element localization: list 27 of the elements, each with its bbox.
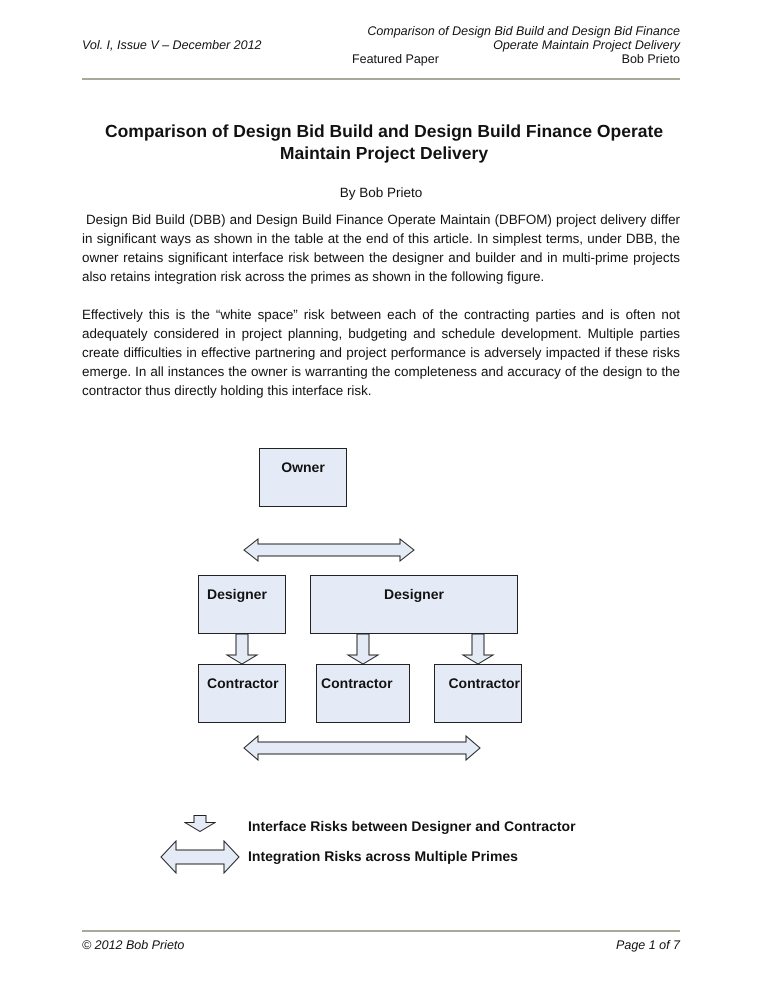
byline: By Bob Prieto [338, 185, 424, 200]
process-box [198, 575, 286, 634]
process-box [316, 664, 410, 723]
article-title: Comparison of Design Bid Build and Design Build Finance Operate Maintain Project Delivery [104, 120, 664, 164]
block-arrow [225, 634, 259, 665]
section-label: Featured Paper [352, 52, 439, 66]
box-label: Owner [281, 459, 325, 475]
process-box [434, 664, 522, 723]
box-label: Designer [384, 586, 444, 602]
author-name: Bob Prieto [622, 52, 680, 66]
process-box [259, 448, 347, 507]
block-arrow [346, 634, 380, 665]
legend-text: Interface Risks between Designer and Contractor [248, 818, 576, 834]
paragraph: Design Bid Build (DBB) and Design Build Finance Operate Maintain (DBFOM) project delivery differ in significant ways as shown in the table at the end of this article. In simplest terms, under DBB, the owner retains significant interface risk between the designer and builder and in multi-prime projects also retains integration risk across the primes as shown in the following figure. [82, 211, 680, 286]
process-box [198, 664, 286, 723]
box-label: Contractor [321, 675, 393, 691]
block-arrow [461, 634, 495, 665]
copyright-note: © 2012 Bob Prieto [82, 938, 184, 952]
legend-text: Integration Risks across Multiple Primes [248, 848, 518, 864]
running-title: Comparison of Design Bid Build and Design Bid Finance Operate Maintain Project Delivery [366, 24, 680, 52]
box-label: Contractor [207, 675, 279, 691]
page-number: Page 1 of 7 [616, 938, 680, 952]
issue-info: Vol. I, Issue V – December 2012 [82, 38, 262, 52]
process-box [310, 575, 518, 634]
box-label: Contractor [448, 675, 520, 691]
paragraph: Effectively this is the “white space” risk between each of the contracting parties and is often not adequately considered in project planning, budgeting and schedule development. Multiple parties create difficulties in effective partnering and project performance is adversely impacted if these risks emerge. In all instances the owner is warranting the completeness and accuracy of the design to the contractor thus directly holding this interface risk. [82, 306, 680, 400]
box-label: Designer [207, 586, 267, 602]
